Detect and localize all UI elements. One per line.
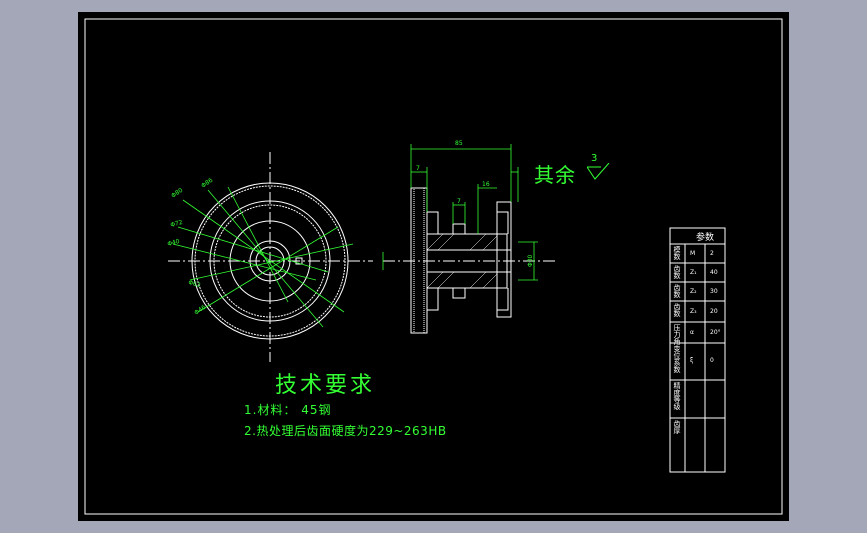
param-symbol: α — [690, 329, 694, 336]
svg-text:Φ86: Φ86 — [200, 177, 214, 190]
param-table — [669, 227, 726, 473]
param-label: 齿数 — [673, 303, 681, 317]
front-view — [168, 152, 373, 362]
front-dim-text: Φ80 Φ86 Φ72 Φ40 Φ62 Φ46 — [167, 177, 215, 317]
param-label: 压力角 — [673, 324, 681, 345]
roughness-value: 3 — [591, 153, 598, 164]
side-hatch — [426, 233, 498, 289]
svg-text:Φ30: Φ30 — [527, 254, 534, 267]
param-value: 20 — [710, 308, 718, 315]
param-symbol: Z₂ — [690, 288, 697, 295]
rest-label: 其余 — [534, 163, 576, 187]
param-value: 0 — [710, 357, 714, 364]
svg-text:Φ40: Φ40 — [167, 238, 181, 248]
param-label: 变位系数 — [673, 345, 681, 373]
param-value: 30 — [710, 288, 718, 295]
inner-border — [84, 18, 783, 515]
svg-text:Φ72: Φ72 — [170, 219, 184, 229]
param-symbol: Z₃ — [690, 308, 697, 315]
svg-text:16: 16 — [482, 181, 490, 188]
roughness-symbol: 3 — [587, 153, 610, 180]
drawing-sheet: Φ80 Φ86 Φ72 Φ40 Φ62 Φ46 — [78, 12, 789, 521]
side-dim-text: 85 7 16 7 Φ30 — [416, 140, 534, 267]
requirement-hardness: 2.热处理后齿面硬度为229~263HB — [244, 424, 447, 438]
param-value: 2 — [710, 250, 714, 257]
roughness-check-icon — [587, 163, 610, 180]
param-label: 精度等级 — [673, 382, 681, 410]
svg-text:Φ62: Φ62 — [187, 279, 201, 289]
surface-finish-note: 其余 — [534, 159, 576, 188]
param-symbol: Z₁ — [690, 269, 697, 276]
param-symbol: ξ — [690, 357, 694, 364]
svg-text:85: 85 — [455, 140, 463, 147]
svg-text:Φ80: Φ80 — [170, 187, 184, 200]
param-label: 齿数 — [673, 284, 681, 298]
side-dim-lines — [382, 144, 538, 281]
param-label: 齿厚 — [673, 420, 681, 434]
svg-text:7: 7 — [416, 165, 420, 172]
param-label: 齿数 — [673, 265, 681, 279]
param-value: 40 — [710, 269, 718, 276]
cad-drawing: Φ80 Φ86 Φ72 Φ40 Φ62 Φ46 — [84, 18, 783, 515]
param-label: 模数 — [673, 246, 681, 260]
svg-text:Φ46: Φ46 — [193, 304, 207, 317]
tech-requirements-title: 技术要求 — [275, 373, 376, 398]
svg-text:7: 7 — [457, 198, 461, 205]
side-view — [383, 187, 558, 334]
param-table-title: 参数 — [696, 233, 715, 243]
requirement-material: 1.材料： 45钢 — [244, 403, 332, 417]
front-dim-leaders — [172, 186, 354, 328]
param-value: 20° — [710, 329, 721, 336]
param-symbol: M — [690, 250, 696, 257]
